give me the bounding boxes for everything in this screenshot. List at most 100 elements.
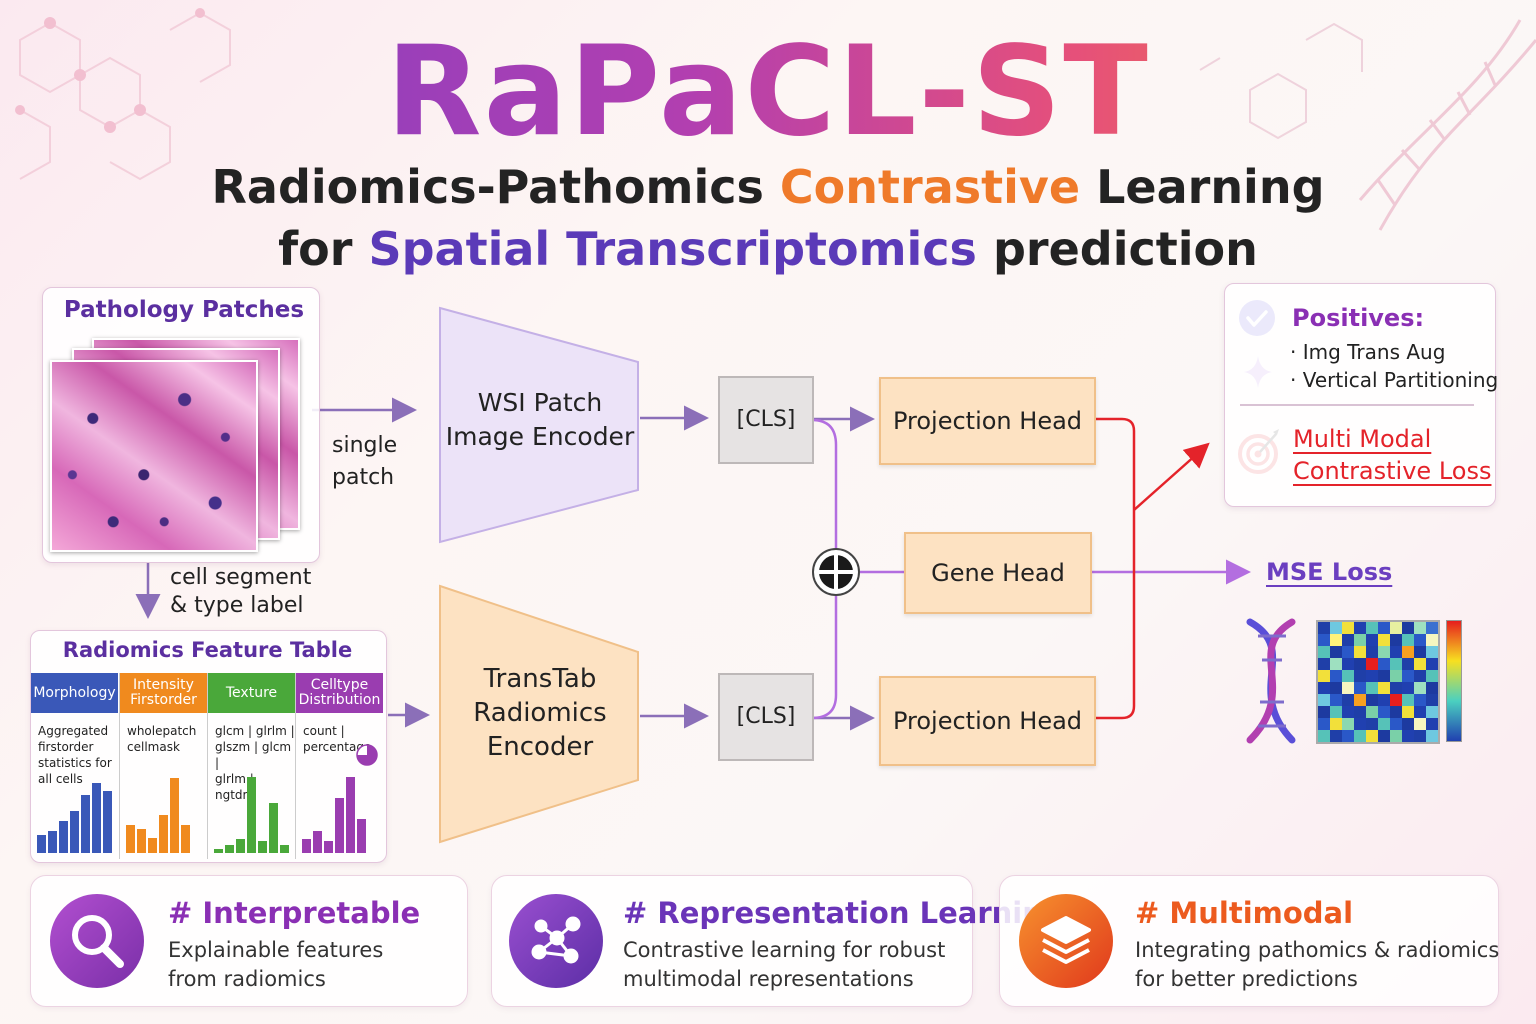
heatmap-cell bbox=[1414, 670, 1426, 682]
radiomics-column-header-line: Celltype bbox=[310, 677, 369, 693]
heatmap-cell bbox=[1426, 646, 1438, 658]
wsi-encoder-shape bbox=[439, 306, 639, 544]
heatmap-cell bbox=[1342, 694, 1354, 706]
card-title: # Multimodal bbox=[1135, 896, 1354, 930]
heatmap-cell bbox=[1354, 718, 1366, 730]
heatmap-cell bbox=[1354, 682, 1366, 694]
heatmap-cell bbox=[1378, 670, 1390, 682]
heatmap-cell bbox=[1342, 646, 1354, 658]
heatmap-cell bbox=[1354, 706, 1366, 718]
network-icon bbox=[509, 894, 603, 988]
radiomics-description-line: wholepatch bbox=[127, 724, 197, 738]
heatmap-cell bbox=[1330, 622, 1342, 634]
radiomics-column-description: glcm | glrlm | glszm | glcm |glrlm | ngtd… bbox=[215, 723, 295, 803]
heatmap-cell bbox=[1330, 694, 1342, 706]
radiomics-column-header-line: Morphology bbox=[33, 684, 116, 701]
heatmap-cell bbox=[1426, 622, 1438, 634]
radiomics-bar bbox=[335, 798, 344, 853]
cls-token-top: [CLS] bbox=[718, 376, 814, 464]
radiomics-description-line: firstorder bbox=[38, 740, 94, 754]
radiomics-bar bbox=[247, 777, 256, 853]
transtab-encoder-shape bbox=[439, 584, 639, 844]
heatmap-cell bbox=[1426, 682, 1438, 694]
positives-title: Positives: bbox=[1292, 304, 1425, 332]
heatmap-cell bbox=[1378, 718, 1390, 730]
radiomics-description-line: Aggregated bbox=[38, 724, 109, 738]
heatmap-cell bbox=[1330, 658, 1342, 670]
molecule-decoration-left bbox=[19, 11, 231, 181]
heatmap-cell bbox=[1402, 718, 1414, 730]
heatmap-cell bbox=[1378, 682, 1390, 694]
positive-item: · Img Trans Aug bbox=[1290, 340, 1446, 364]
heatmap-cell bbox=[1354, 634, 1366, 646]
radiomics-bar-chart bbox=[302, 744, 378, 853]
heatmap-cell bbox=[1402, 682, 1414, 694]
arrow-contrastive-to-loss bbox=[1133, 442, 1210, 511]
heatmap-cell bbox=[1390, 694, 1402, 706]
radiomics-column-header-line: Intensity bbox=[133, 677, 194, 693]
heatmap-cell bbox=[1318, 634, 1330, 646]
heatmap-cell bbox=[1354, 670, 1366, 682]
card-title: # Representation Learning bbox=[623, 896, 1064, 930]
projection-head-bottom: Projection Head bbox=[879, 676, 1096, 766]
heatmap-cell bbox=[1342, 634, 1354, 646]
contrastive-loss-panel bbox=[1224, 283, 1496, 507]
heatmap-cell bbox=[1414, 694, 1426, 706]
cell-segment-label: cell segment& type label bbox=[170, 565, 312, 618]
radiomics-column-description: count |percentage bbox=[303, 723, 371, 755]
radiomics-bar bbox=[269, 803, 278, 853]
radiomics-bar bbox=[81, 795, 90, 853]
pie-slice bbox=[357, 745, 377, 765]
heatmap-cell bbox=[1366, 622, 1378, 634]
heatmap-cell bbox=[1426, 706, 1438, 718]
heatmap-cell bbox=[1426, 718, 1438, 730]
heatmap-cell bbox=[1318, 682, 1330, 694]
radiomics-bar bbox=[126, 825, 135, 853]
radiomics-description-line: all cells bbox=[38, 772, 83, 786]
radiomics-description-line: glcm | glrlm | bbox=[215, 724, 295, 738]
heatmap-cell bbox=[1390, 646, 1402, 658]
radiomics-column-header-line: Distribution bbox=[298, 692, 381, 708]
radiomics-bar bbox=[346, 777, 355, 853]
radiomics-description-line: glrlm | ngtdm bbox=[215, 772, 255, 802]
heatmap-cell bbox=[1402, 658, 1414, 670]
radiomics-bar bbox=[236, 839, 245, 853]
radiomics-column-header: Morphology bbox=[31, 673, 118, 713]
contrastive-line-top bbox=[1094, 417, 1136, 720]
magnifier-icon bbox=[50, 894, 144, 988]
radiomics-bar bbox=[357, 819, 366, 853]
heatmap-cell bbox=[1426, 634, 1438, 646]
heatmap-cell bbox=[1318, 706, 1330, 718]
heatmap-cell bbox=[1318, 718, 1330, 730]
multimodal-card: # Multimodal Integrating pathomics & rad… bbox=[999, 875, 1499, 1007]
radiomics-bar bbox=[70, 811, 79, 853]
heatmap-cell bbox=[1330, 634, 1342, 646]
radiomics-table-title: Radiomics Feature Table bbox=[62, 638, 353, 662]
radiomics-bar-chart bbox=[126, 778, 190, 853]
layers-icon bbox=[1019, 894, 1113, 988]
heatmap-cell bbox=[1366, 646, 1378, 658]
heatmap-cell bbox=[1390, 718, 1402, 730]
heatmap-cell bbox=[1318, 670, 1330, 682]
heatmap-cell bbox=[1414, 646, 1426, 658]
heatmap-cell bbox=[1414, 634, 1426, 646]
heatmap-cell bbox=[1414, 658, 1426, 670]
radiomics-bar bbox=[302, 839, 311, 853]
heatmap-cell bbox=[1426, 694, 1438, 706]
heatmap-cell bbox=[1366, 658, 1378, 670]
positive-item: · Vertical Partitioning bbox=[1290, 368, 1499, 392]
heatmap-cell bbox=[1330, 730, 1342, 742]
molecule-decoration-right bbox=[1199, 22, 1363, 140]
heatmap-cell bbox=[1354, 646, 1366, 658]
fusion-line-bottom bbox=[811, 596, 838, 720]
heatmap-cell bbox=[1378, 694, 1390, 706]
radiomics-description-line: glszm | glcm | bbox=[215, 740, 292, 770]
heatmap-cell bbox=[1354, 694, 1366, 706]
